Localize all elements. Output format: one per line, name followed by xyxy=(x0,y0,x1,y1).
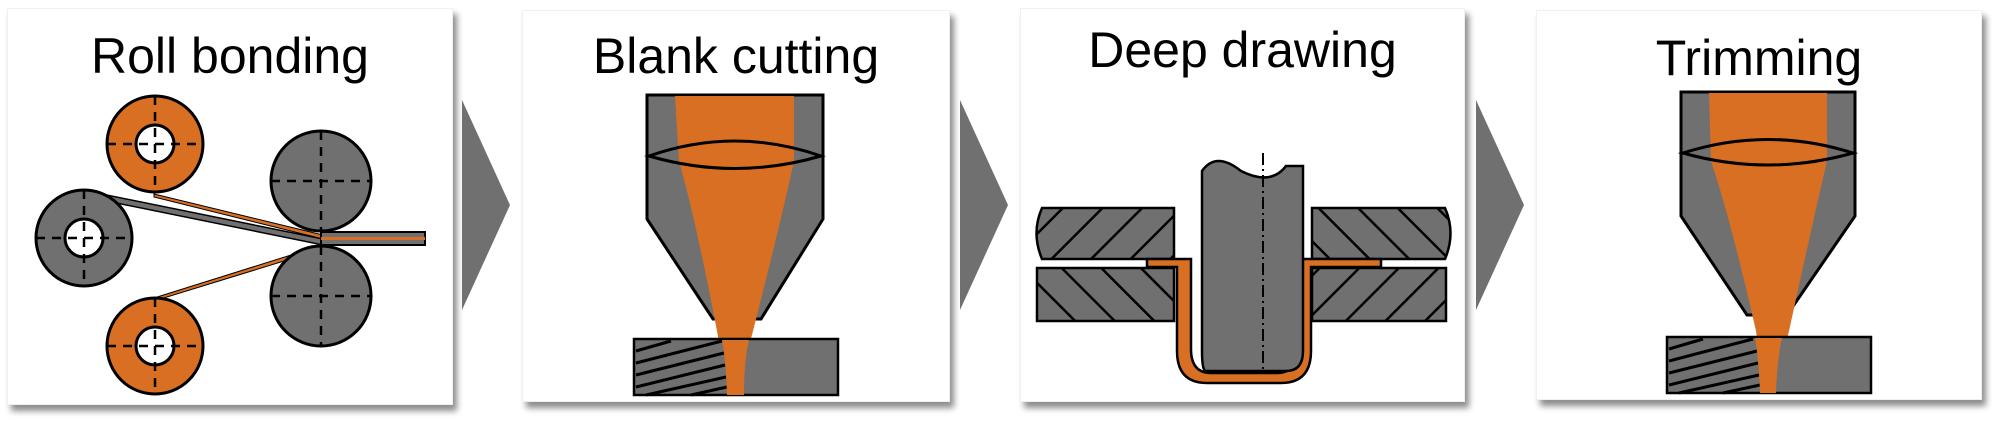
chevron-right-icon xyxy=(462,100,510,310)
die-right xyxy=(1310,266,1448,323)
die-left xyxy=(1035,266,1176,323)
drawn-cup xyxy=(1145,257,1383,385)
deep-drawing-illustration xyxy=(1035,153,1452,385)
roll-bonding-illustration xyxy=(34,94,426,396)
chevron-right-icon xyxy=(1476,100,1524,310)
step-title: Trimming xyxy=(1655,30,1863,86)
chevron-right-icon xyxy=(960,100,1008,310)
step-panel-trimming: Trimming xyxy=(1536,10,1982,400)
blank-cutting-illustration xyxy=(632,93,840,397)
step-title: Roll bonding xyxy=(91,28,369,84)
step-panel-roll-bonding: Roll bonding xyxy=(7,8,453,405)
lens xyxy=(644,139,826,170)
step-panel-deep-drawing: Deep drawing xyxy=(1020,8,1465,402)
trimming-illustration xyxy=(1665,90,1873,395)
laser-beam xyxy=(675,96,794,396)
step-title: Deep drawing xyxy=(1088,22,1397,78)
punch xyxy=(1200,159,1305,373)
blank-holder-right xyxy=(1310,206,1452,261)
step-title: Blank cutting xyxy=(592,28,880,84)
step-panel-blank-cutting: Blank cutting xyxy=(522,10,950,402)
lens xyxy=(1677,138,1859,167)
blank-holder-left xyxy=(1035,206,1176,261)
laser-beam xyxy=(1709,93,1827,394)
